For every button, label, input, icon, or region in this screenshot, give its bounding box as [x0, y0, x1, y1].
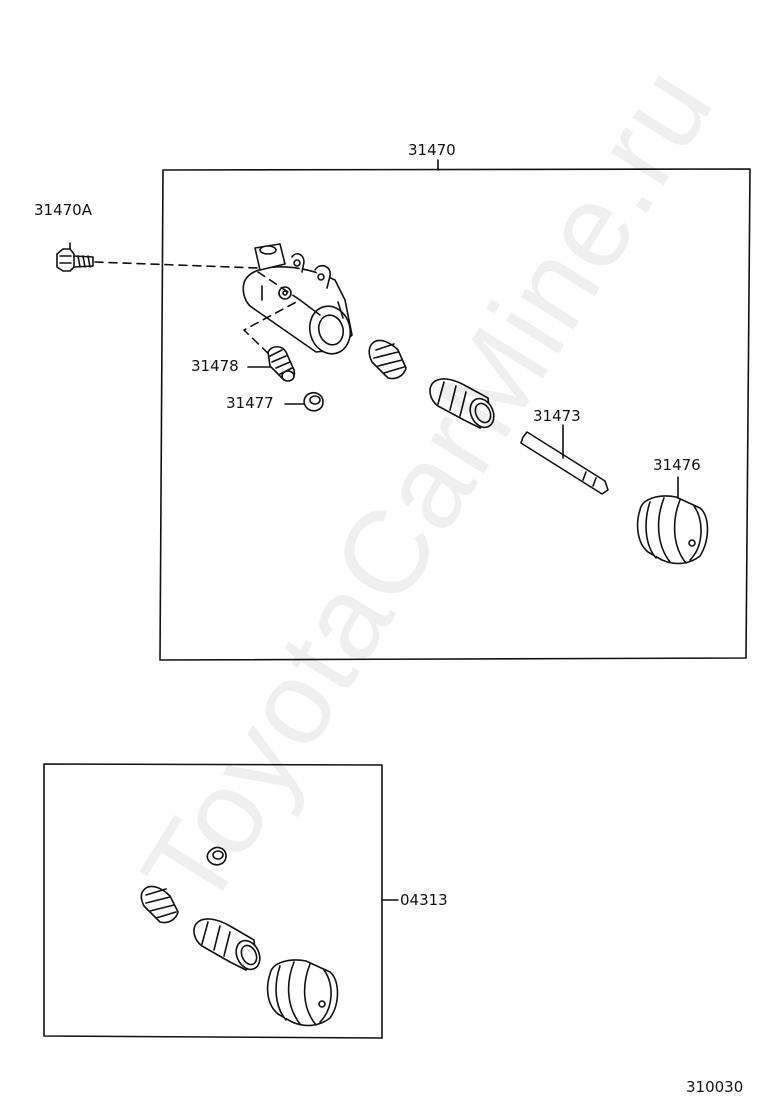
cylinder-cup-part — [368, 339, 407, 380]
label-boot-31476: 31476 — [653, 456, 701, 474]
piston-part — [429, 378, 495, 429]
assembly-frame — [159, 168, 751, 661]
figure-number: 310030 — [686, 1078, 744, 1096]
cylinder-body-part — [242, 243, 353, 355]
bleeder-plug-part — [267, 345, 296, 382]
label-bleeder-cap-31477: 31477 — [226, 394, 274, 412]
label-bleeder-plug-31478: 31478 — [191, 357, 239, 375]
kit-piston-part — [193, 918, 261, 971]
bleeder-cap-part — [303, 392, 324, 412]
label-push-rod-31473: 31473 — [533, 407, 581, 425]
kit-cap-part — [206, 846, 227, 866]
label-repair-kit-04313: 04313 — [400, 891, 448, 909]
repair-kit-frame — [43, 763, 383, 1039]
kit-boot-part — [266, 959, 339, 1027]
boot-part — [636, 495, 709, 565]
push-rod-part — [520, 431, 609, 495]
label-assembly-31470: 31470 — [408, 141, 456, 159]
label-bolt-31470a: 31470A — [34, 201, 92, 219]
bolt-dashed-leader — [94, 261, 259, 269]
bolt-part — [56, 242, 94, 272]
kit-cup-part — [140, 885, 179, 924]
